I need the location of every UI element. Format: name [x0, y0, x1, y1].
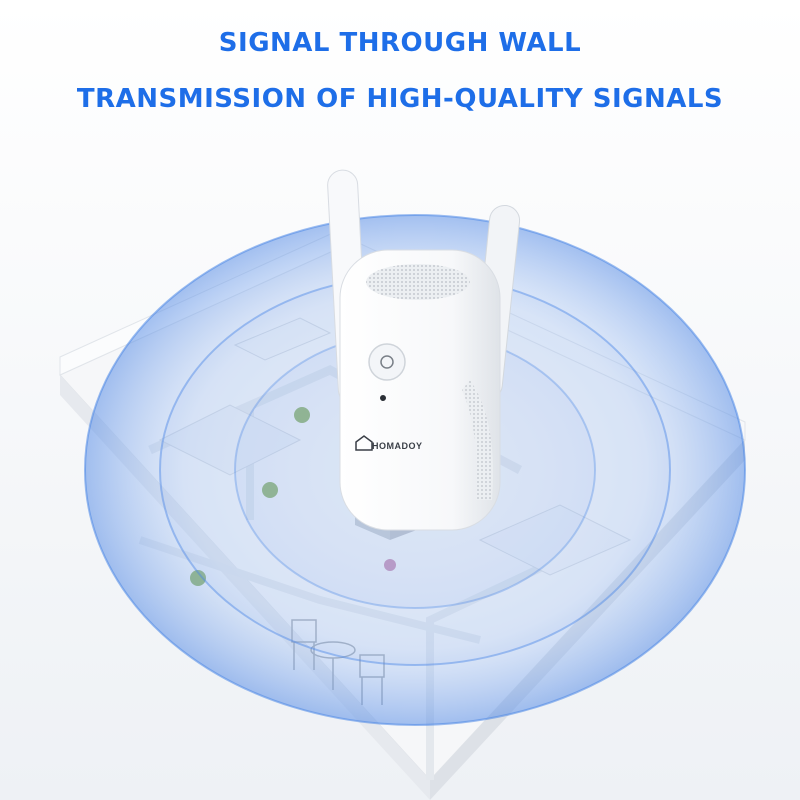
brand-text: HOMADOY: [372, 441, 423, 451]
top-grille: [366, 264, 470, 300]
status-led: [380, 395, 386, 401]
headline-line-2: TRANSMISSION OF HIGH-QUALITY SIGNALS: [76, 84, 724, 114]
wifi-repeater: HOMADOY: [327, 169, 521, 531]
side-grille: [462, 380, 494, 500]
headline-line-1: SIGNAL THROUGH WALL: [218, 28, 582, 58]
brand-logo-icon: [355, 435, 373, 451]
wps-icon: [380, 355, 394, 369]
device-body: [339, 249, 501, 531]
wps-button: [368, 343, 406, 381]
